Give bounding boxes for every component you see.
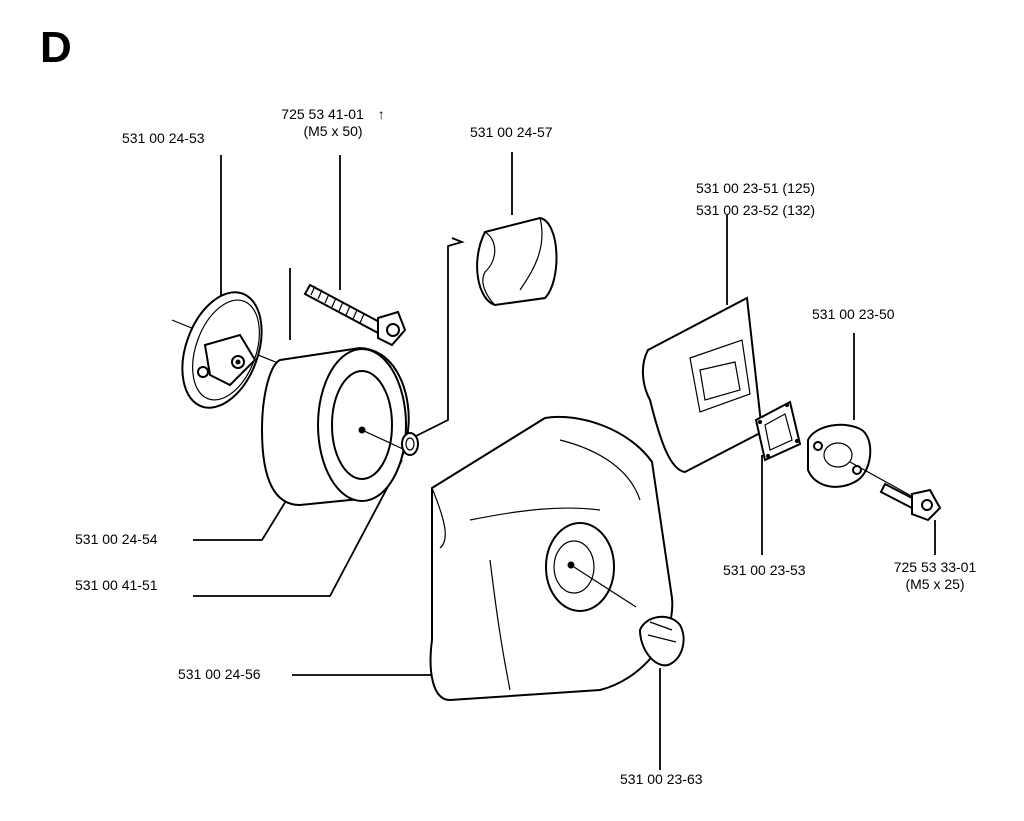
part-label-725-53-41-01: 725 53 41-01 ↑ (M5 x 50) (258, 106, 408, 140)
part-number: 531 00 23-51 (125) (696, 180, 816, 196)
screw-m5x50-part (303, 283, 407, 347)
part-number-alt: 531 00 23-52 (132) (696, 202, 816, 218)
cap-part (476, 216, 558, 307)
part-label-531-00-24-54: 531 00 24-54 (75, 531, 158, 547)
screw-m5x25-part (879, 482, 942, 522)
washer-part (401, 432, 419, 456)
flange-part (807, 423, 916, 499)
part-label-531-00-24-56: 531 00 24-56 (178, 666, 261, 682)
part-label-725-53-33-01: 725 53 33-01 (M5 x 25) (872, 559, 998, 593)
part-label-531-00-24-57: 531 00 24-57 (470, 124, 553, 140)
part-label-531-00-23-63: 531 00 23-63 (620, 771, 703, 787)
part-note: (M5 x 25) (905, 576, 965, 592)
part-label-531-00-24-53: 531 00 24-53 (122, 130, 205, 146)
part-note: (M5 x 50) (303, 123, 363, 139)
leader-lines (193, 152, 936, 770)
part-number: 725 53 33-01 (893, 559, 977, 575)
part-label-531-00-41-51: 531 00 41-51 (75, 577, 158, 593)
part-number: 725 53 41-01 (281, 106, 364, 122)
part-label-531-00-23-50: 531 00 23-50 (812, 306, 895, 322)
cylinder-cover-part (429, 415, 674, 702)
knob-part (638, 615, 685, 667)
gasket-part (754, 400, 802, 462)
part-label-531-00-23-51: 531 00 23-51 (125) 531 00 23-52 (132) (696, 177, 815, 221)
drum-part (260, 346, 410, 507)
arrow-up-icon: ↑ (377, 106, 385, 122)
section-letter: D (40, 23, 72, 72)
heat-shield-part (642, 296, 764, 474)
part-label-531-00-23-53: 531 00 23-53 (723, 562, 806, 578)
